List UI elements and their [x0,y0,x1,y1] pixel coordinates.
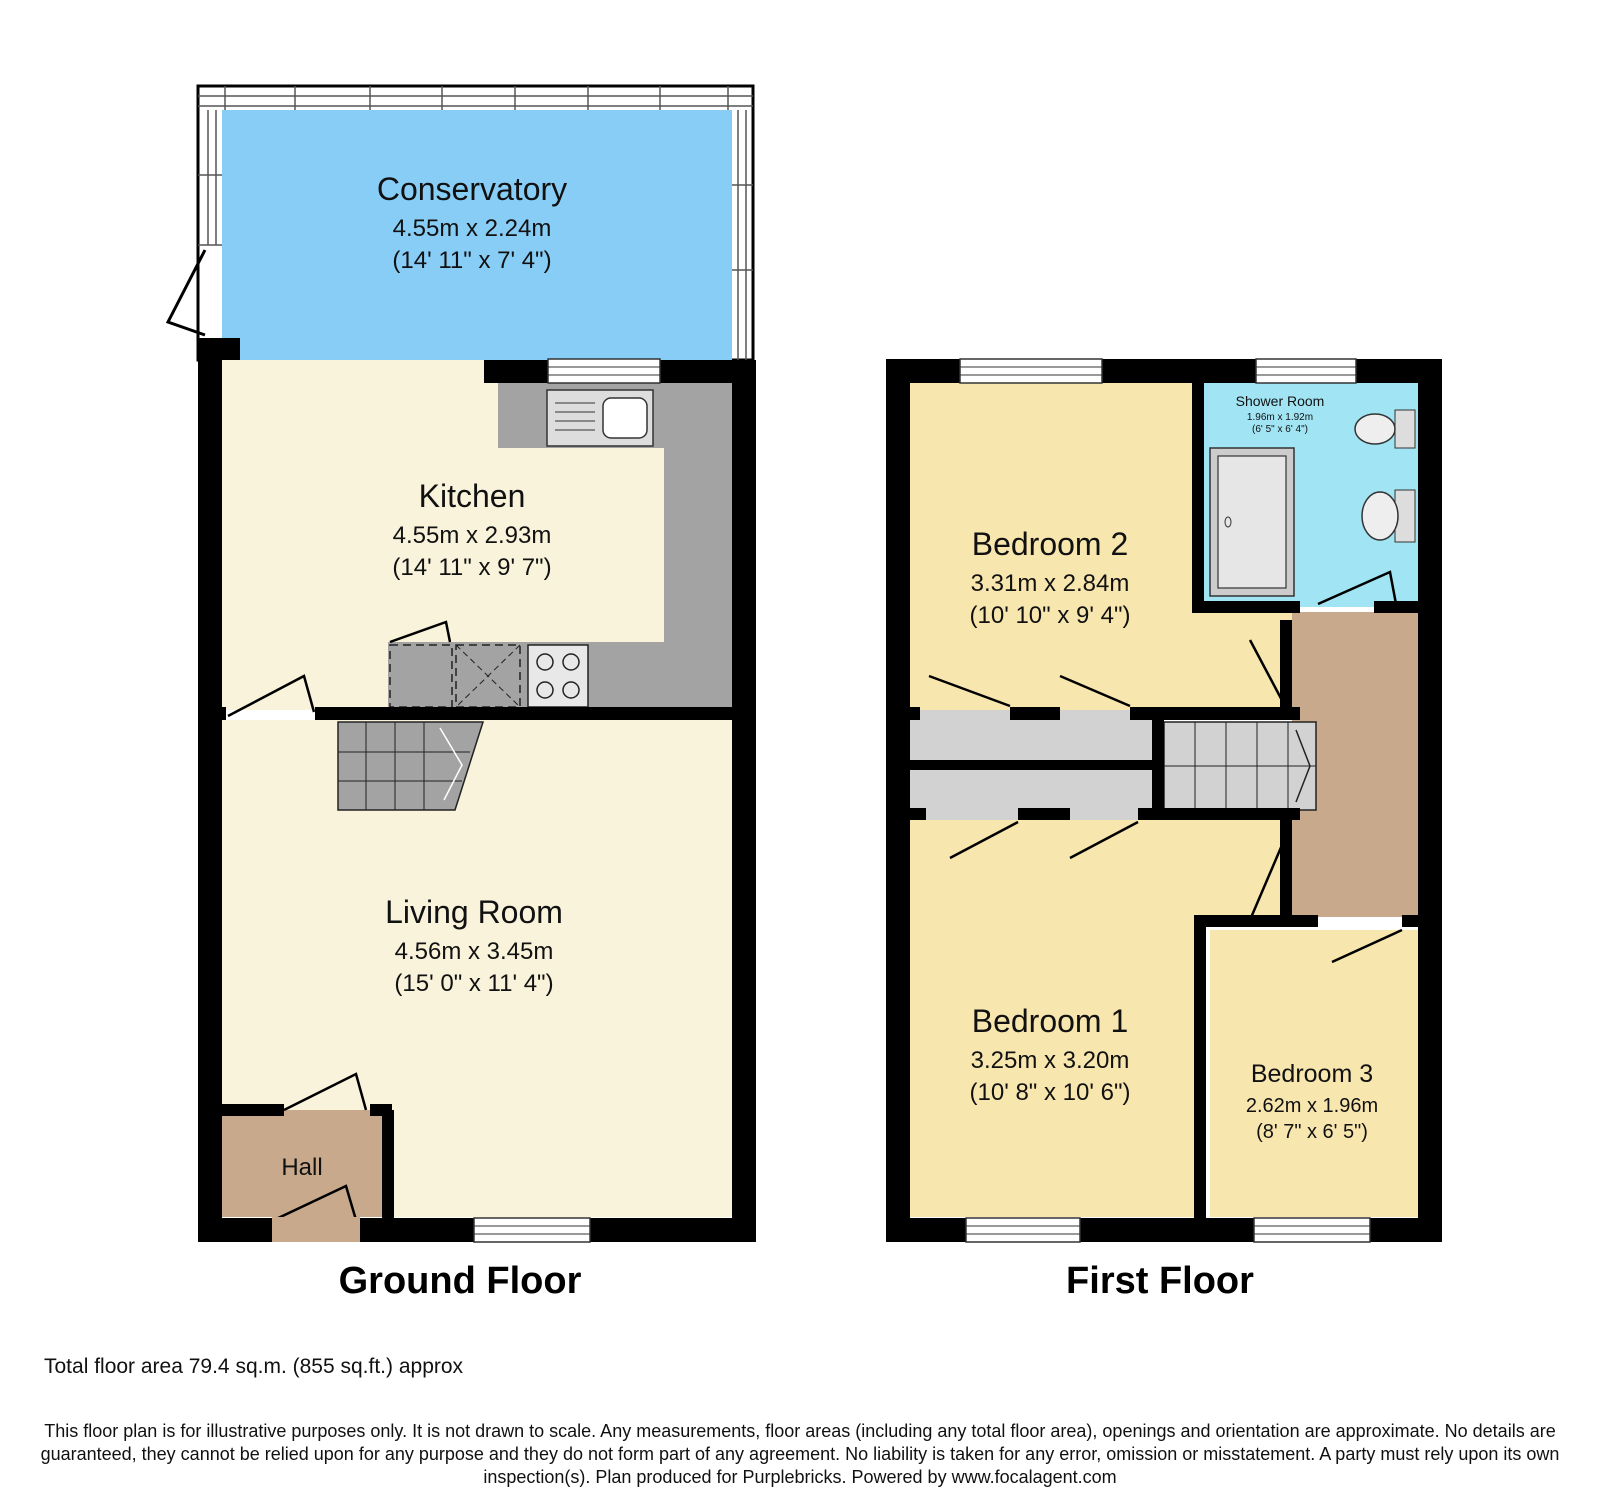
ground-floor-plan: Conservatory 4.55m x 2.24m (14' 11" x 7'… [165,84,756,1302]
conservatory-glazing [198,86,753,360]
living-room-name: Living Room [385,894,563,930]
shower-room-imperial: (6' 5" x 6' 4") [1252,424,1308,435]
door-swings [928,570,1403,964]
shower-room-name: Shower Room [1236,393,1325,409]
first-floor-title: First Floor [1066,1260,1254,1302]
bedroom-1-room [910,820,1194,1217]
conservatory-metric: 4.55m x 2.24m [393,215,552,242]
shower-icon [1209,447,1295,597]
total-floor-area: Total floor area 79.4 sq.m. (855 sq.ft.)… [44,1355,464,1378]
bedroom-2-room [910,383,1192,710]
shower-room-metric: 1.96m x 1.92m [1247,412,1313,423]
bedroom-1-alcove [1194,820,1292,917]
bedroom-1-imperial: (10' 8" x 10' 6") [970,1079,1131,1106]
hall-room [222,1110,382,1217]
window-icon [473,1217,591,1243]
window-icon [1255,358,1357,384]
living-room-imperial: (15' 0" x 11' 4") [394,970,553,997]
kitchen-door [389,620,452,644]
bedroom-1-metric: 3.25m x 3.20m [971,1047,1130,1074]
bedroom-3-metric: 2.62m x 1.96m [1246,1095,1378,1117]
conservatory-imperial: (14' 11" x 7' 4") [392,247,551,274]
bedroom-3-name: Bedroom 3 [1251,1060,1373,1088]
window-icon [547,358,661,384]
basin-icon [1354,409,1416,449]
appliance-icon [389,644,453,708]
bedroom-2-alcove [1192,612,1292,710]
toilet-icon [1361,489,1416,543]
disclaimer: This floor plan is for illustrative purp… [40,1421,1560,1487]
front-door [273,1184,358,1222]
bedroom-2-imperial: (10' 10" x 9' 4") [970,602,1131,629]
window-icon [965,1217,1081,1243]
window-icon [959,358,1103,384]
hob-icon [527,644,589,708]
bedroom-3-room [1210,930,1418,1217]
first-floor-plan: Bedroom 2 3.31m x 2.84m (10' 10" x 9' 4"… [886,358,1442,1302]
kitchen-door [227,674,316,718]
living-room-metric: 4.56m x 3.45m [395,938,554,965]
bedroom-2-metric: 3.31m x 2.84m [971,570,1130,597]
bedroom-2-name: Bedroom 2 [972,526,1129,562]
bedroom-1-name: Bedroom 1 [972,1003,1129,1039]
hall-door [283,1072,368,1112]
kitchen-imperial: (14' 11" x 9' 7") [392,554,551,581]
front-door-threshold [272,1217,360,1242]
conservatory-door [165,249,207,337]
sink-icon [546,389,654,447]
window-icon [1253,1217,1371,1243]
kitchen-metric: 4.55m x 2.93m [393,522,552,549]
kitchen-name: Kitchen [419,478,526,514]
ground-floor-walls [198,338,756,1242]
stairs-icon [1163,721,1317,811]
hall-name: Hall [281,1154,322,1181]
ground-floor-title: Ground Floor [339,1260,582,1302]
conservatory-room [222,110,732,360]
stairs-icon [337,721,485,811]
conservatory-name: Conservatory [377,171,567,207]
bedroom-3-imperial: (8' 7" x 6' 5") [1256,1121,1368,1143]
